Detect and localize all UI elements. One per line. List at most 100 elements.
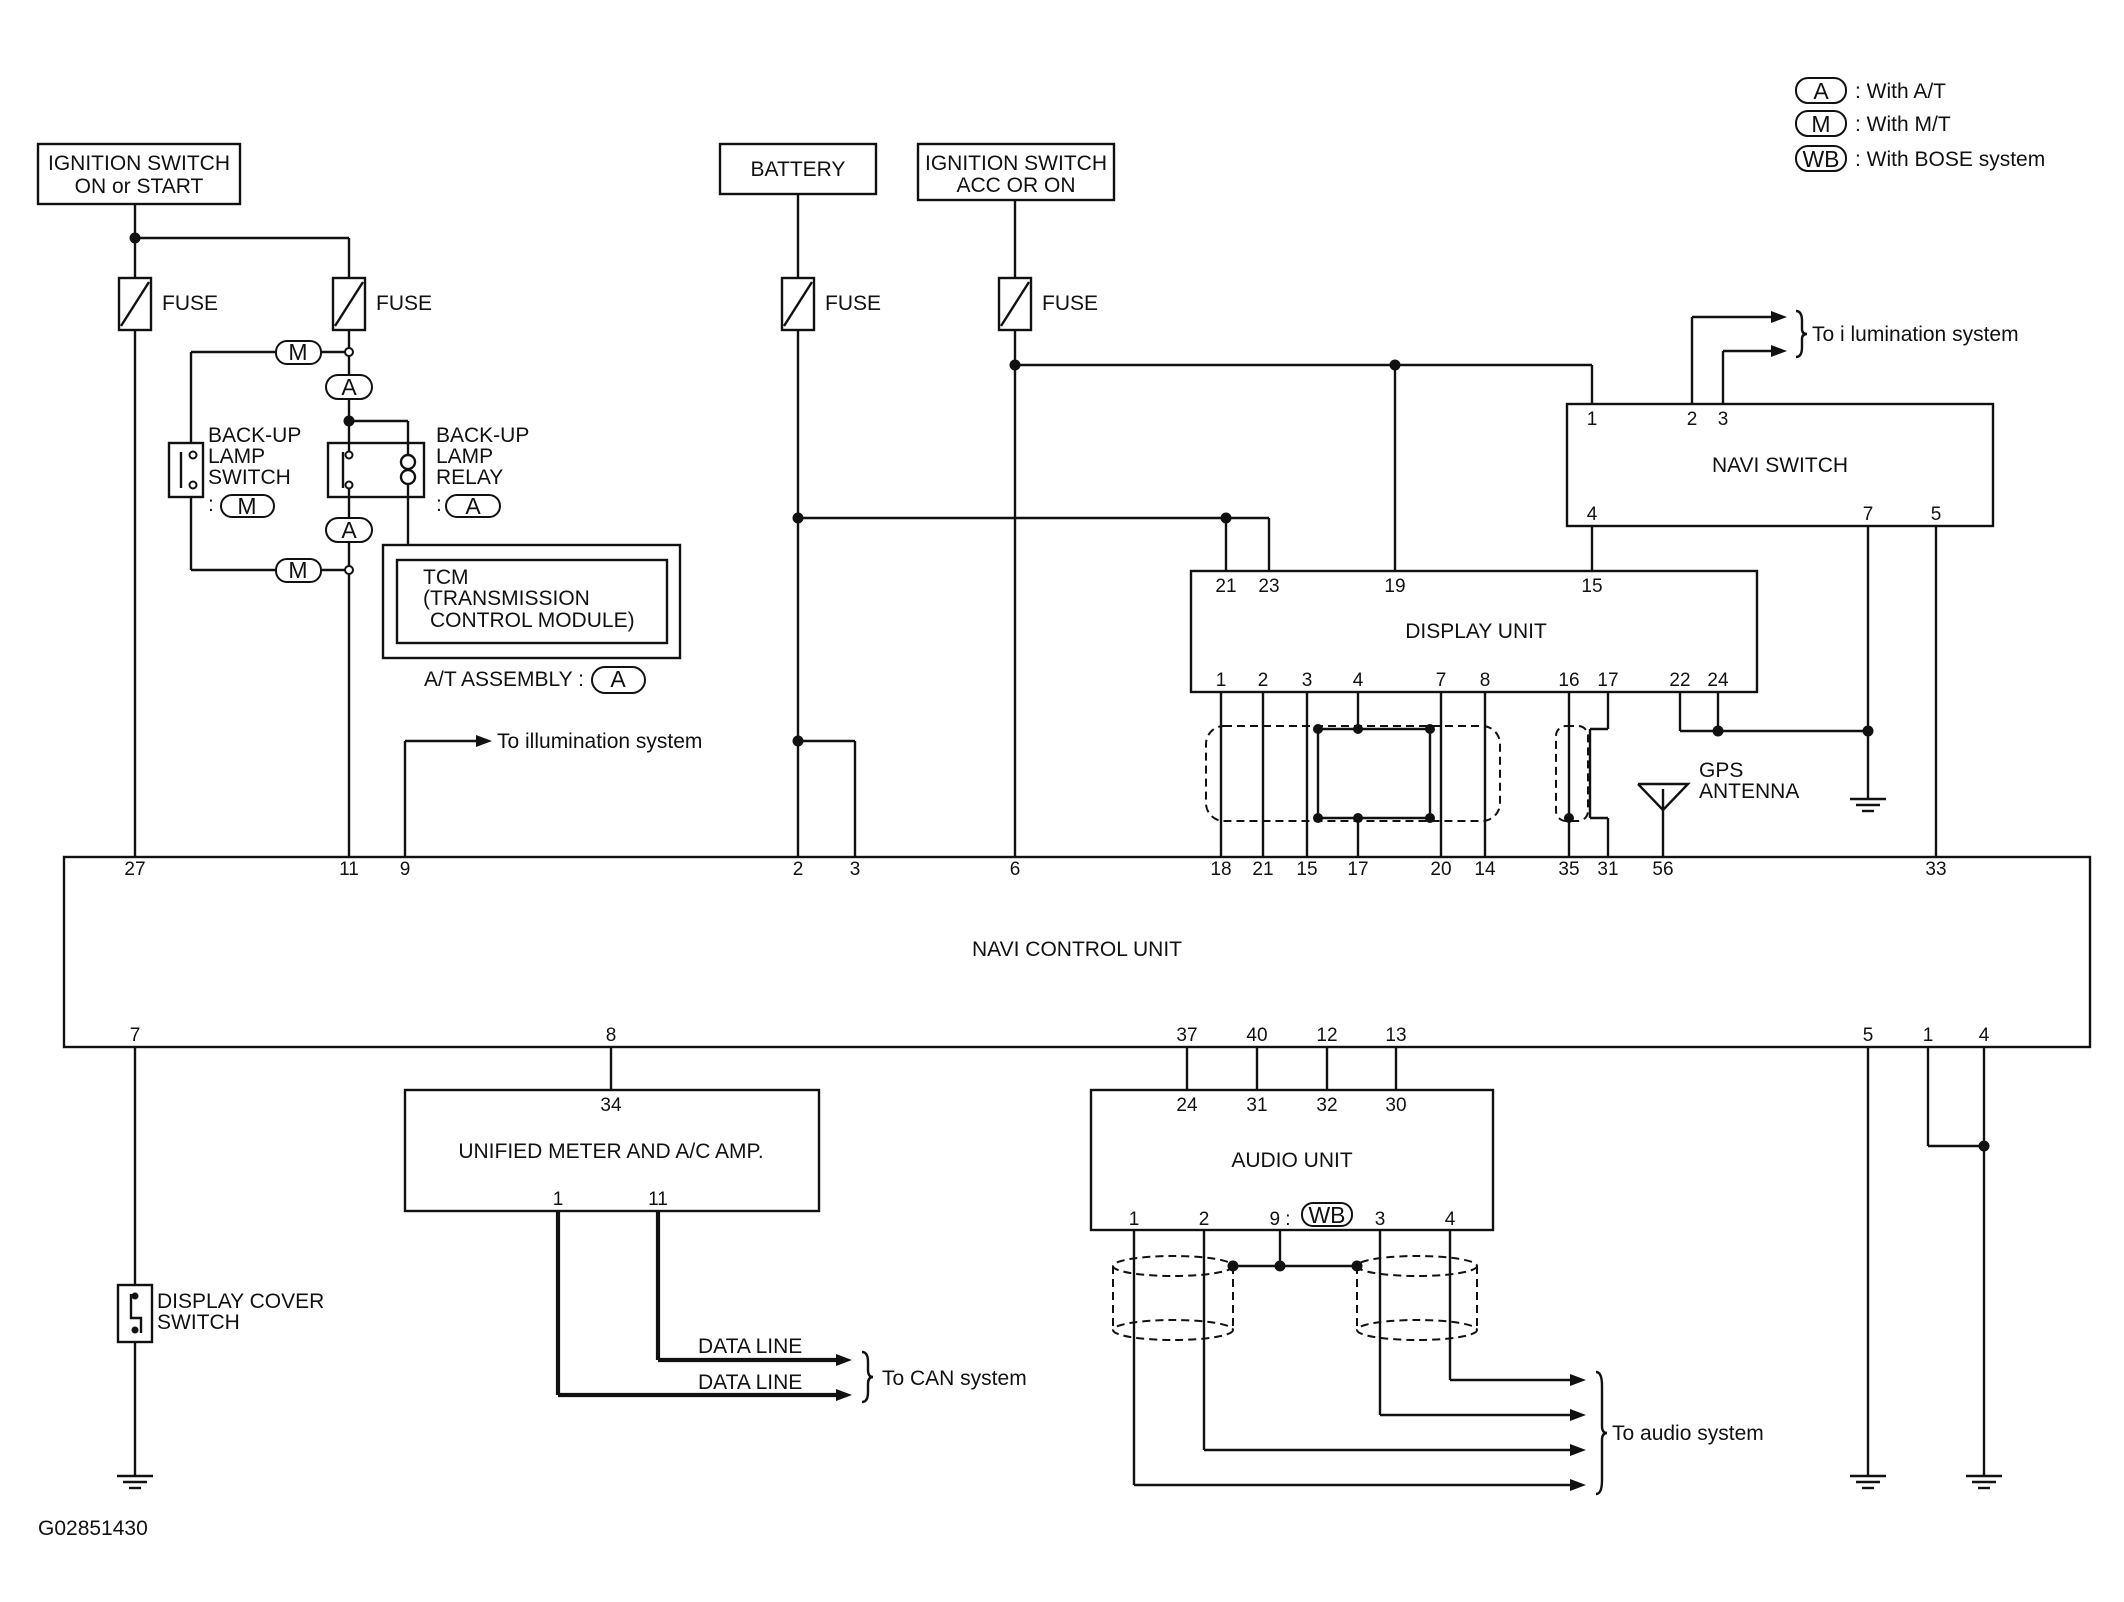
- unified-meter-title: UNIFIED METER AND A/C AMP.: [458, 1140, 763, 1163]
- code-oval-m-bottom: M: [275, 557, 322, 583]
- legend-text-m: : With M/T: [1855, 113, 1951, 136]
- code-m-bottom: M: [288, 557, 307, 583]
- to-illumination-left-label: To illumination system: [497, 730, 702, 753]
- tcm-box: TCM (TRANSMISSION CONTROL MODULE): [381, 543, 682, 660]
- ncu-pin: 17: [1347, 859, 1368, 880]
- code-oval-a: [1795, 77, 1847, 104]
- navi-switch-pin: 5: [1931, 504, 1942, 525]
- ncu-pin: 13: [1385, 1025, 1406, 1046]
- backup-switch-label-3: SWITCH: [208, 466, 291, 489]
- ncu-pin: 35: [1558, 859, 1579, 880]
- gps-antenna: GPS ANTENNA: [1637, 759, 1799, 857]
- legend-code-a: A: [1813, 78, 1829, 104]
- junction-dot: [1425, 813, 1435, 823]
- connector-terminal: [344, 565, 354, 575]
- data-line-label-1: DATA LINE: [698, 1335, 802, 1358]
- backup-switch-cond: :: [208, 493, 214, 516]
- ncu-pin: 40: [1246, 1025, 1267, 1046]
- junction-dot: [1009, 359, 1021, 371]
- ncu-pin: 2: [793, 859, 804, 880]
- audio-unit-pin: 32: [1316, 1095, 1337, 1116]
- unified-meter-pin: 11: [648, 1189, 668, 1210]
- tcm-label-2: (TRANSMISSION: [423, 587, 590, 610]
- backup-relay-cond: :: [436, 493, 442, 516]
- display-unit-pin: 19: [1384, 576, 1405, 597]
- ncu-pin: 6: [1010, 859, 1021, 880]
- junction-dot: [1353, 813, 1363, 823]
- audio-unit-title: AUDIO UNIT: [1231, 1149, 1353, 1172]
- to-audio-label: To audio system: [1612, 1422, 1764, 1445]
- fuse-1: FUSE: [117, 276, 218, 332]
- code-a-bottom: A: [341, 517, 357, 543]
- ncu-pin: 18: [1210, 859, 1231, 880]
- navi-switch-pin: 3: [1718, 409, 1729, 430]
- code-a-top: A: [341, 374, 357, 400]
- figure-id: G02851430: [38, 1517, 148, 1540]
- ncu-pin: 1: [1923, 1025, 1934, 1046]
- display-unit-box: 21 23 19 15 DISPLAY UNIT 1 2 3 4 7 8 16 …: [1189, 569, 1759, 694]
- battery-box: BATTERY: [718, 142, 878, 196]
- backup-relay-label-2: LAMP: [436, 445, 493, 468]
- navi-switch-title: NAVI SWITCH: [1712, 454, 1848, 477]
- ncu-pin: 4: [1979, 1025, 1990, 1046]
- wires-bottom: [117, 1047, 2002, 1490]
- code-m-top: M: [288, 339, 307, 365]
- audio-unit-pin: 2: [1199, 1209, 1210, 1230]
- at-assembly-code: A: [610, 666, 626, 692]
- junction-dot: [129, 232, 141, 244]
- display-unit-pin: 16: [1558, 670, 1579, 691]
- ncu-pin: 8: [606, 1025, 617, 1046]
- audio-unit-pin: 4: [1445, 1209, 1456, 1230]
- ncu-pin: 11: [339, 859, 359, 880]
- audio-unit-pin: 3: [1375, 1209, 1386, 1230]
- backup-switch-label-1: BACK-UP: [208, 424, 301, 447]
- code-oval-m-top: M: [275, 339, 322, 365]
- junction-dot: [792, 512, 804, 524]
- fuse-3-label: FUSE: [825, 292, 881, 315]
- navi-switch-box: 1 2 3 4 7 5 NAVI SWITCH: [1565, 402, 1995, 528]
- junction-dot: [1313, 724, 1323, 734]
- navi-switch-pin: 1: [1587, 409, 1598, 430]
- ignition-switch-acc-box: IGNITION SWITCH ACC OR ON: [916, 142, 1116, 202]
- display-unit-pin: 1: [1216, 670, 1227, 691]
- backup-relay-label-1: BACK-UP: [436, 424, 529, 447]
- audio-unit-pin: 1: [1129, 1209, 1140, 1230]
- junction-dot: [1425, 724, 1435, 734]
- at-assembly-label: A/T ASSEMBLY : A: [424, 666, 646, 694]
- tcm-label-3: CONTROL MODULE): [430, 609, 635, 632]
- back-up-lamp-relay: BACK-UP LAMP RELAY : A: [326, 424, 529, 519]
- audio-unit-pin: 31: [1246, 1095, 1267, 1116]
- ncu-pin: 27: [124, 859, 145, 880]
- to-illumination-right-label: To i lumination system: [1812, 323, 2019, 346]
- display-unit-pin: 23: [1258, 576, 1279, 597]
- ncu-pin: 3: [850, 859, 861, 880]
- display-cover-switch: DISPLAY COVER SWITCH: [116, 1283, 324, 1344]
- audio-output-wires: To audio system: [1112, 1230, 1764, 1496]
- can-data-lines: DATA LINE DATA LINE To CAN system: [555, 1211, 1027, 1404]
- junction-dot: [1227, 1260, 1239, 1272]
- ignition-switch-on-box: IGNITION SWITCH ON or START: [36, 142, 242, 206]
- navi-switch-pin: 2: [1687, 409, 1698, 430]
- legend-item-wb: WB : With BOSE system: [1795, 145, 2045, 172]
- fuse-4-label: FUSE: [1042, 292, 1098, 315]
- audio-unit-pin: 30: [1385, 1095, 1406, 1116]
- junction-dot: [1220, 512, 1232, 524]
- unified-meter-pin: 34: [600, 1095, 622, 1116]
- fuse-1-label: FUSE: [162, 292, 218, 315]
- legend-code-m: M: [1811, 111, 1830, 137]
- display-unit-pin: 2: [1258, 670, 1269, 691]
- fuse-2-label: FUSE: [376, 292, 432, 315]
- ignition-acc-label-1: IGNITION SWITCH: [925, 152, 1107, 175]
- navi-control-unit-box: 27 11 9 2 3 6 18 21 15 17 20 14 35 31 56…: [62, 855, 2092, 1049]
- unified-meter-box: 34 UNIFIED METER AND A/C AMP. 1 11: [403, 1088, 821, 1213]
- ncu-title: NAVI CONTROL UNIT: [972, 938, 1182, 961]
- junction-dot: [1564, 813, 1574, 823]
- ncu-pin: 56: [1652, 859, 1673, 880]
- fuse-4: FUSE: [997, 276, 1098, 332]
- display-unit-pin: 15: [1581, 576, 1602, 597]
- display-cover-label-2: SWITCH: [157, 1311, 240, 1334]
- backup-relay-label-3: RELAY: [436, 466, 503, 489]
- display-unit-pin: 21: [1215, 576, 1236, 597]
- junction-dot: [343, 415, 355, 427]
